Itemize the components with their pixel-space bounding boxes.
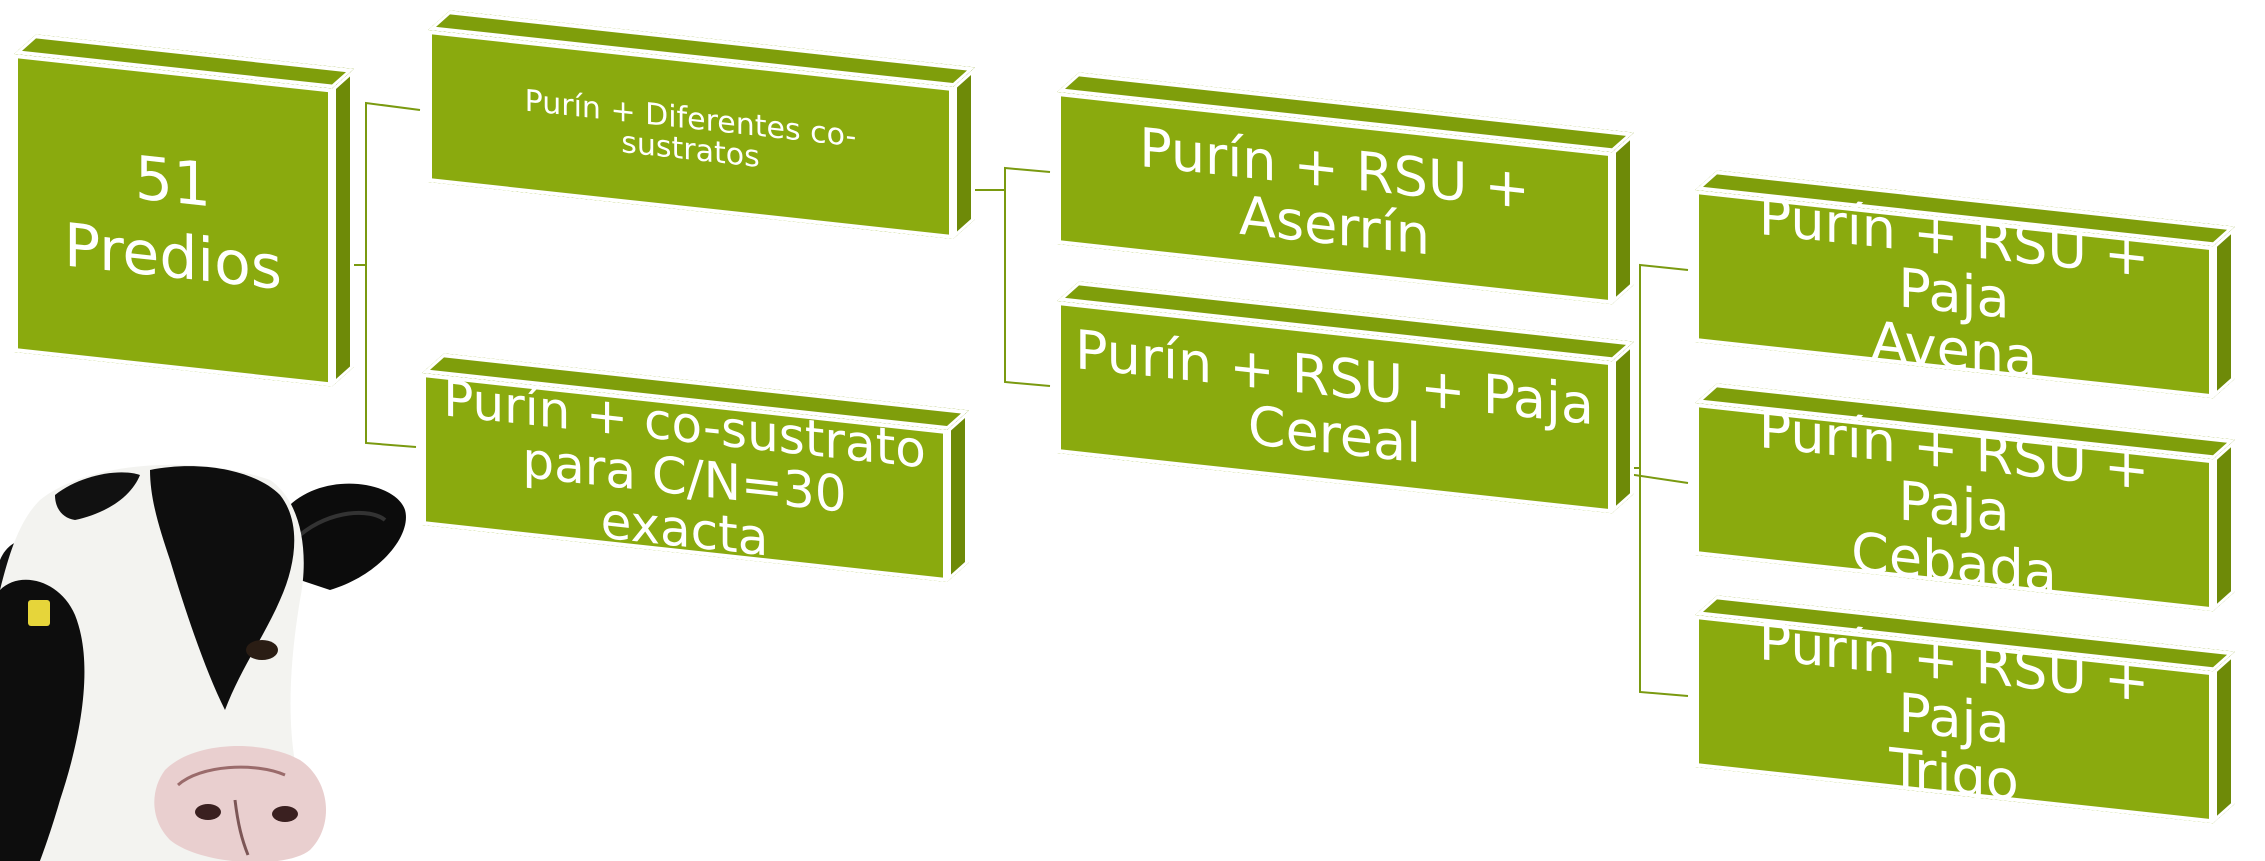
node-label: 51 Predios [63, 143, 283, 305]
cow-illustration [0, 464, 406, 861]
node-51-predios: 51 Predios [14, 34, 354, 387]
connector-diferentes-to-aserrin [958, 166, 1051, 191]
connector-cereal-to-trigo [1639, 468, 1689, 697]
connector-diferentes-to-cereal [1004, 190, 1051, 387]
